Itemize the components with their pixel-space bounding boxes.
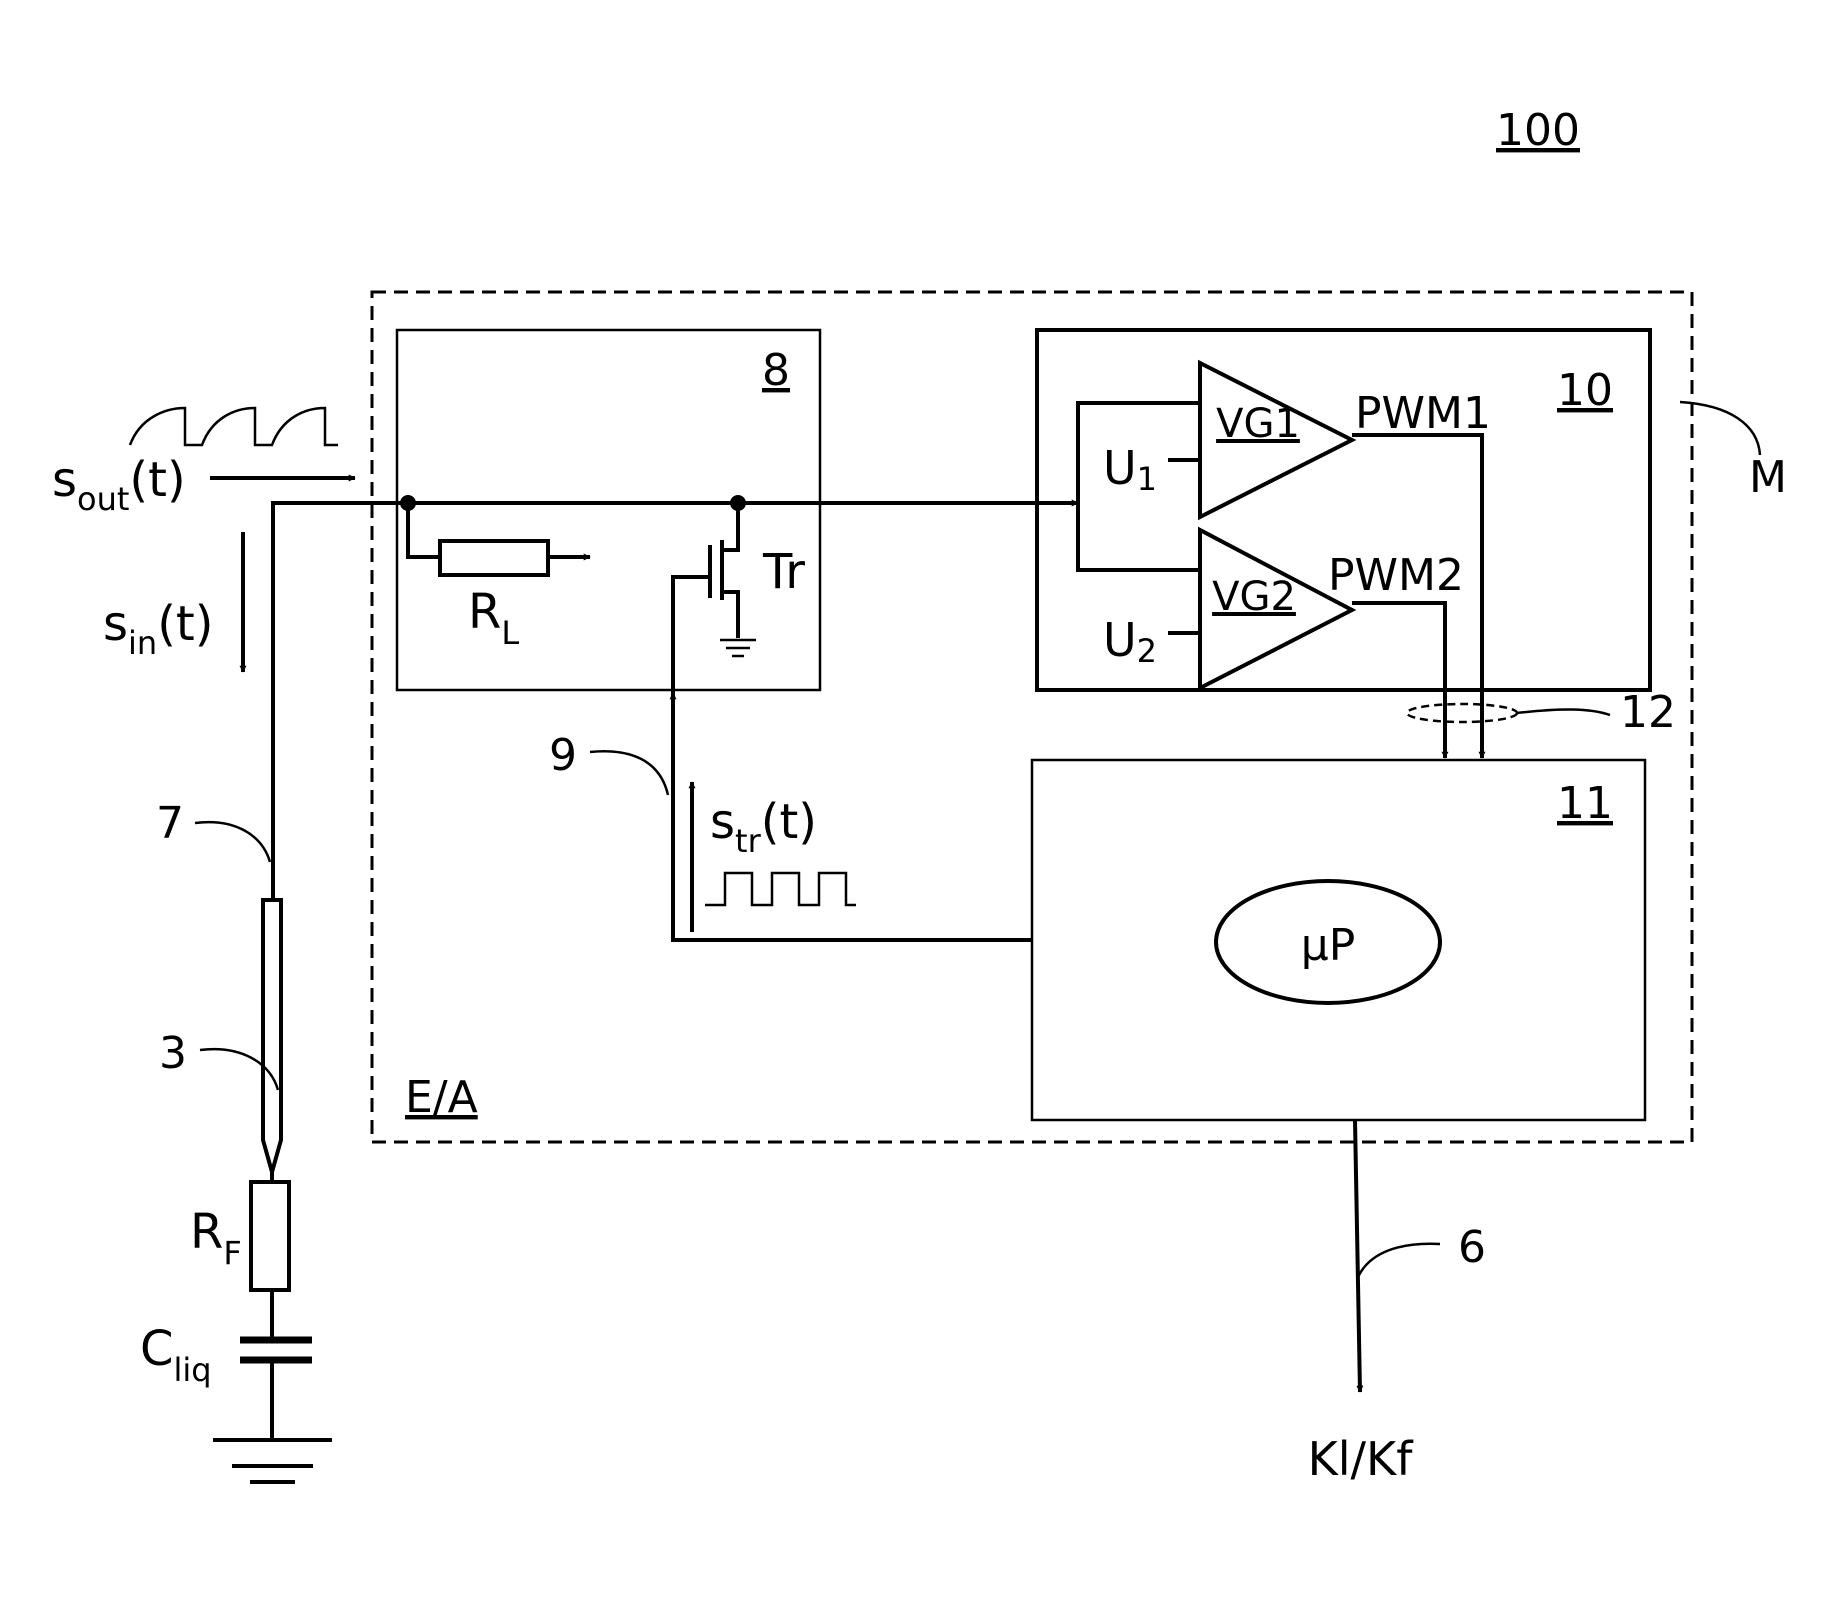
fluid-resistor bbox=[251, 1182, 289, 1290]
probe-3-leader bbox=[200, 1049, 278, 1090]
pwm1-label: PWM1 bbox=[1355, 388, 1491, 439]
output-line bbox=[1355, 1120, 1360, 1392]
block-8-label: 8 bbox=[762, 345, 790, 396]
block-10-label: 10 bbox=[1557, 365, 1613, 416]
output-label: Kl/Kf bbox=[1308, 1432, 1415, 1486]
bus-leader bbox=[1517, 709, 1610, 715]
amplifier-2-label: VG2 bbox=[1212, 574, 1296, 620]
block-8 bbox=[397, 330, 820, 690]
signal-out-label: sout(t) bbox=[52, 452, 186, 518]
bus-label: 12 bbox=[1620, 687, 1676, 738]
amp2-input-wire bbox=[1078, 503, 1200, 570]
line-9-leader bbox=[590, 751, 668, 795]
ref-u1-label: U1 bbox=[1103, 441, 1157, 498]
load-resistor bbox=[440, 541, 548, 575]
output-line-label: 6 bbox=[1458, 1222, 1486, 1273]
amplifier-1-label: VG1 bbox=[1216, 401, 1300, 447]
control-line bbox=[673, 577, 1032, 940]
signal-tr-label: str(t) bbox=[710, 794, 817, 860]
trigger-waveform bbox=[705, 873, 856, 905]
probe bbox=[263, 900, 281, 1172]
line-7-leader bbox=[195, 822, 270, 862]
transistor-source bbox=[722, 592, 738, 638]
signal-in-label: sin(t) bbox=[103, 596, 213, 662]
transistor-label: Tr bbox=[762, 544, 805, 600]
io-block-label: E/A bbox=[405, 1072, 478, 1123]
load-resistor-label: RL bbox=[468, 584, 519, 652]
bus-ellipse bbox=[1407, 704, 1517, 722]
fluid-resistor-label: RF bbox=[190, 1204, 242, 1272]
output-waveform bbox=[130, 408, 338, 445]
pwm2-label: PWM2 bbox=[1328, 550, 1464, 601]
line-7-label: 7 bbox=[156, 798, 184, 849]
microprocessor-label: µP bbox=[1301, 920, 1356, 971]
ref-u2-label: U2 bbox=[1103, 613, 1157, 670]
load-resistor-wire bbox=[408, 503, 440, 557]
block-11-label: 11 bbox=[1557, 778, 1613, 829]
capacitance-label: Cliq bbox=[140, 1321, 212, 1389]
figure-reference: 100 bbox=[1496, 105, 1580, 156]
output-line-leader bbox=[1358, 1244, 1440, 1277]
module-label: M bbox=[1749, 452, 1787, 503]
probe-3-label: 3 bbox=[159, 1028, 187, 1079]
line-9-label: 9 bbox=[549, 730, 577, 781]
pwm2-line bbox=[1352, 603, 1445, 755]
